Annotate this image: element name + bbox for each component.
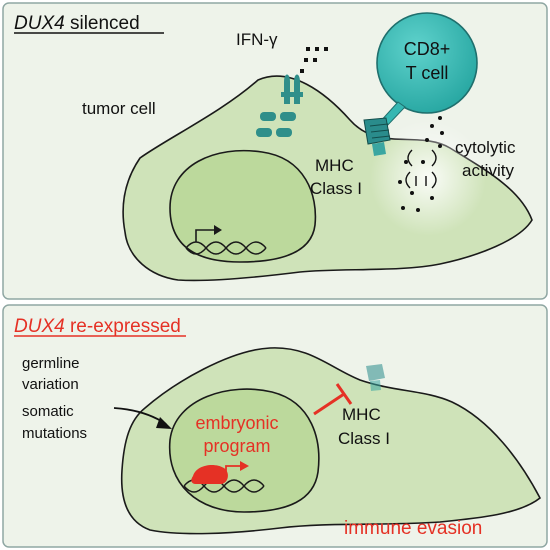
somatic-label-line1: somatic [22,403,74,420]
panel-bottom: DUX4 re-expressed embryonic program germ… [2,304,548,548]
dux4-protein [191,464,228,484]
program-label-line1: embryonic [195,413,278,433]
top-title: DUX4 silenced [14,13,140,34]
promoter-arrow-bottom [225,461,249,479]
inhibition-arrow [313,383,353,416]
tcell-label-line1: CD8+ [404,39,451,59]
cd8-t-cell [376,12,478,114]
cytolytic-glow [370,120,486,236]
input-arrow [113,407,172,429]
mhc-label-bottom-line2: Class I [338,429,390,448]
mhc-tcr-complex [363,117,391,156]
immune-evasion-label: immune evasion [344,518,482,539]
perforin-pore [405,149,437,189]
promoter-arrow-top [195,225,222,242]
nucleus-top [169,149,317,263]
cytolytic-label-line1: cytolytic [455,138,516,157]
mhc-faded [366,364,385,391]
cytolytic-label-line2: activity [462,161,514,180]
ifn-receptor [281,74,303,104]
tumor-cell-label: tumor cell [82,99,156,118]
ifn-signaling-molecules [256,112,296,137]
germline-label-line1: germline [22,355,80,372]
cytolytic-granules [398,116,444,212]
panel-top: DUX4 silenced [2,2,548,300]
ifn-gamma-particles [300,47,328,73]
program-label-line2: program [203,436,270,456]
dna-helix-top [185,241,267,255]
mhc-label-top-line1: MHC [315,156,354,175]
tcell-label-line2: T cell [406,63,449,83]
bottom-title: DUX4 re-expressed [14,316,181,337]
mhc-label-top-line2: Class I [310,179,362,198]
somatic-label-line2: mutations [22,425,87,442]
mhc-label-bottom-line1: MHC [342,405,381,424]
ifn-gamma-label: IFN-γ [236,30,278,49]
germline-label-line2: variation [22,376,79,393]
